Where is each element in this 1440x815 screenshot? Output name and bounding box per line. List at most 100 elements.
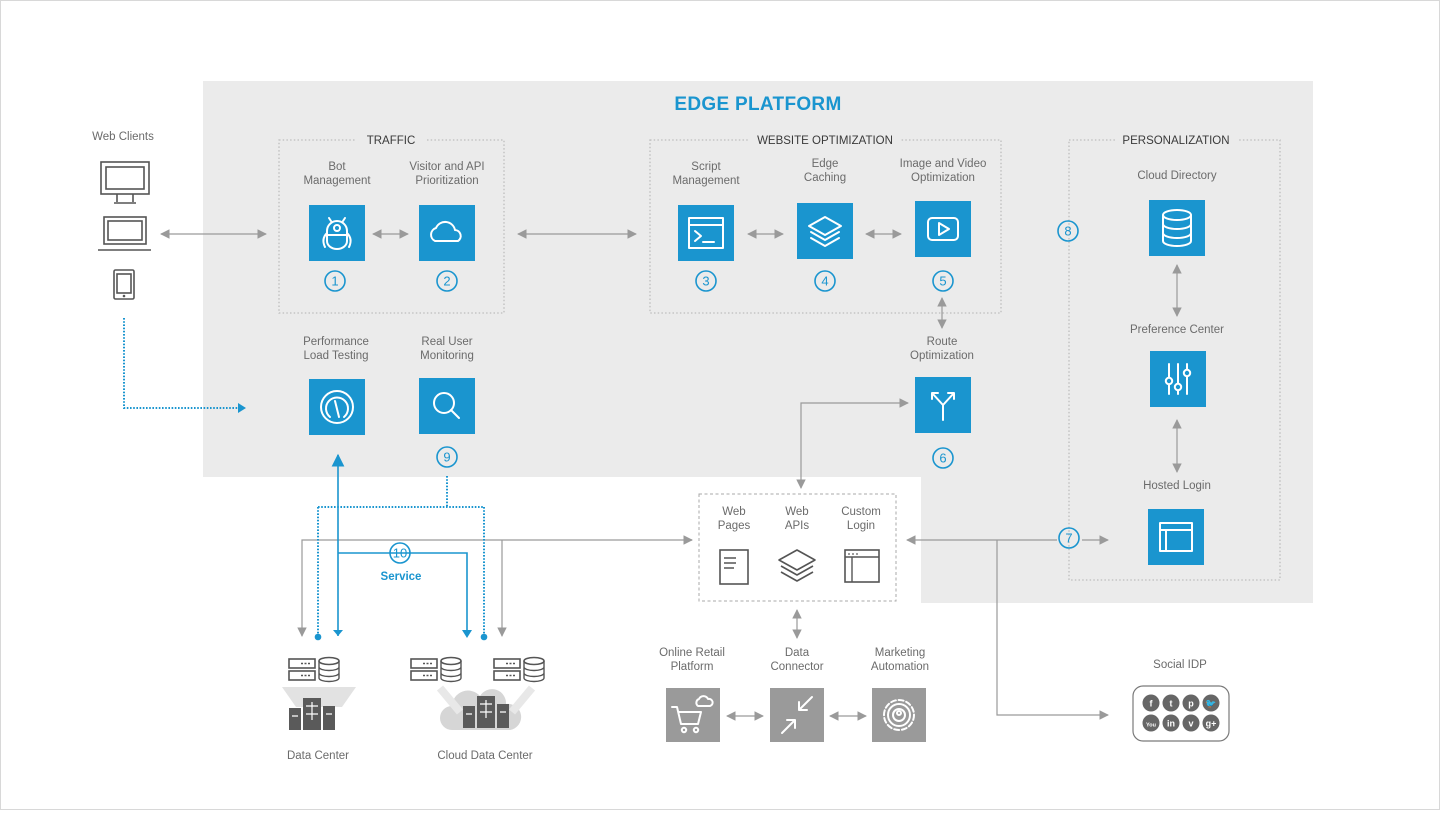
media-optimization-label-2: Optimization	[911, 172, 975, 184]
linkedin-icon[interactable]: in	[1162, 714, 1180, 732]
retail-label: Online Retail	[659, 647, 725, 659]
svg-text:You: You	[1146, 723, 1156, 729]
robot-icon	[322, 217, 352, 250]
buildings-icon	[463, 696, 509, 728]
script-management-tile	[678, 205, 734, 261]
social-idp-arrow	[996, 540, 1109, 720]
rum-tile	[419, 378, 475, 434]
gear-icon	[883, 699, 915, 731]
visitor-prioritization-label: Visitor and API	[409, 161, 484, 173]
connector-label-2: Connector	[770, 661, 823, 673]
route-optimization-label: Route	[927, 336, 958, 348]
script-management-label-2: Management	[672, 175, 740, 187]
edge-caching-tile	[797, 203, 853, 259]
step-badge-3: 3	[695, 270, 717, 292]
laptop-icon	[98, 216, 151, 251]
search-icon	[433, 392, 460, 419]
data-center	[282, 656, 356, 730]
layers-icon	[808, 216, 842, 247]
svg-text:10: 10	[393, 546, 407, 561]
google-plus-icon[interactable]: g+	[1202, 714, 1220, 732]
social-idp-label: Social IDP	[1153, 659, 1207, 671]
pinterest-icon[interactable]: p	[1182, 694, 1200, 712]
svg-text:f: f	[1150, 699, 1154, 709]
perf-testing-tile	[309, 379, 365, 435]
svg-text:in: in	[1167, 719, 1175, 729]
twitter-icon[interactable]: 🐦	[1202, 694, 1220, 712]
buildings-icon	[289, 698, 335, 730]
cloud-directory-label: Cloud Directory	[1137, 170, 1216, 182]
step-badge-8: 8	[1057, 220, 1079, 242]
edge-caching-label-2: Caching	[804, 172, 846, 184]
vimeo-icon[interactable]: v	[1182, 714, 1200, 732]
marketing-label: Marketing	[875, 647, 926, 659]
social-idp-box	[1132, 685, 1230, 742]
service-label: Service	[381, 571, 422, 583]
compress-icon	[781, 696, 813, 734]
step-badge-7: 7	[1058, 527, 1080, 549]
cloud-data-center-label: Cloud Data Center	[437, 750, 532, 762]
rum-label-2: Monitoring	[420, 350, 474, 362]
step-badge-9: 9	[436, 446, 458, 468]
svg-text:3: 3	[702, 274, 709, 289]
media-optimization-label: Image and Video	[900, 158, 987, 170]
svg-text:1: 1	[331, 274, 338, 289]
svg-text:5: 5	[939, 274, 946, 289]
server-icon	[410, 656, 462, 683]
window-icon	[1159, 522, 1193, 552]
clients-perf-dotted	[123, 318, 243, 409]
terminal-icon	[688, 217, 724, 249]
cloud-data-center	[410, 656, 545, 730]
svg-text:p: p	[1188, 699, 1194, 709]
cart-icon	[671, 695, 714, 734]
traffic-section-title: TRAFFIC	[367, 135, 416, 147]
visitor-prioritization-tile	[419, 205, 475, 261]
origin-frame	[698, 493, 897, 602]
retail-platform-tile	[666, 688, 720, 742]
cloud-icon	[430, 220, 462, 242]
web-apis-label: Web	[785, 506, 808, 518]
media-optimization-tile	[915, 201, 971, 257]
web-pages-label: Web	[722, 506, 745, 518]
layers-icon	[778, 549, 816, 582]
data-connector-tile	[770, 688, 824, 742]
step-badge-4: 4	[814, 270, 836, 292]
platform-title: EDGE PLATFORM	[674, 94, 841, 115]
perf-testing-label-2: Load Testing	[303, 350, 368, 362]
personalization-section-title: PERSONALIZATION	[1122, 135, 1229, 147]
data-center-label: Data Center	[287, 750, 349, 762]
origin-dc-arrow	[297, 539, 692, 637]
window-icon	[844, 549, 880, 583]
play-icon	[927, 217, 959, 241]
bot-management-label: Bot	[328, 161, 346, 173]
website-optimization-section-title: WEBSITE OPTIMIZATION	[757, 135, 893, 147]
sliders-icon	[1164, 363, 1192, 395]
marketing-label-2: Automation	[871, 661, 929, 673]
svg-text:9: 9	[443, 450, 450, 465]
retail-label-2: Platform	[671, 661, 714, 673]
hosted-login-tile	[1148, 509, 1204, 565]
youtube-icon[interactable]: You	[1142, 714, 1160, 732]
origin-route-arrow	[796, 398, 909, 489]
route-optimization-label-2: Optimization	[910, 350, 974, 362]
svg-text:g+: g+	[1206, 719, 1217, 729]
edge-caching-label: Edge	[812, 158, 839, 170]
step-badge-6: 6	[932, 447, 954, 469]
svg-text:6: 6	[939, 451, 946, 466]
step-badge-5: 5	[932, 270, 954, 292]
website-optimization-frame	[649, 139, 1002, 314]
route-optimization-tile	[915, 377, 971, 433]
tumblr-icon[interactable]: t	[1162, 694, 1180, 712]
visitor-prioritization-label-2: Prioritization	[415, 175, 478, 187]
facebook-icon[interactable]: f	[1142, 694, 1160, 712]
web-pages-label-2: Pages	[718, 520, 751, 532]
preference-center-label: Preference Center	[1130, 324, 1224, 336]
script-management-label: Script	[691, 161, 721, 173]
tablet-icon	[113, 269, 135, 300]
svg-text:8: 8	[1064, 224, 1071, 239]
step-badge-10: 10	[389, 542, 411, 564]
bot-management-tile	[309, 205, 365, 261]
platform-panel	[203, 81, 1313, 603]
desktop-icon	[100, 161, 150, 204]
